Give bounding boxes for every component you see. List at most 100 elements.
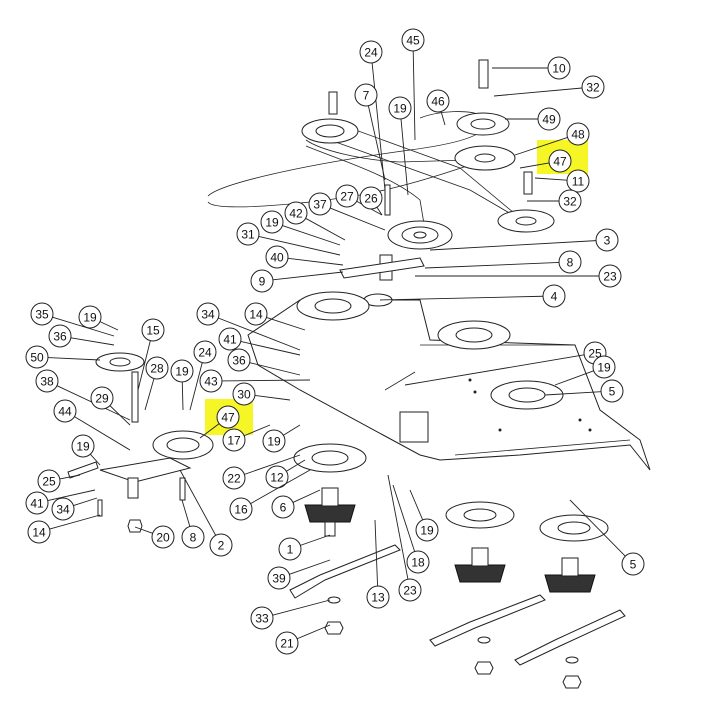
left-idler-assembly bbox=[67, 352, 214, 533]
callout-number: 19 bbox=[597, 361, 611, 375]
leader-line bbox=[59, 474, 81, 480]
callout-13: 13 bbox=[366, 519, 390, 609]
callout-number: 3 bbox=[604, 234, 611, 248]
callout-bubble bbox=[581, 75, 605, 99]
callout-14: 14 bbox=[27, 514, 101, 544]
blade-hardware bbox=[324, 596, 582, 689]
callout-21: 21 bbox=[275, 624, 331, 655]
callout-22: 22 bbox=[222, 454, 301, 490]
callout-bubble bbox=[35, 369, 59, 393]
leader-line bbox=[244, 454, 301, 475]
callout-number: 34 bbox=[201, 308, 215, 322]
callout-number: 32 bbox=[563, 195, 577, 209]
callout-number: 19 bbox=[76, 440, 90, 454]
callout-19: 19 bbox=[554, 355, 616, 386]
callout-33: 33 bbox=[250, 599, 331, 630]
leader-line bbox=[534, 177, 568, 181]
callout-number: 15 bbox=[146, 324, 160, 338]
leader-line bbox=[272, 599, 331, 616]
leader-line bbox=[296, 624, 331, 640]
callout-36: 36 bbox=[48, 324, 115, 348]
callout-number: 47 bbox=[553, 155, 567, 169]
callout-25: 25 bbox=[37, 469, 81, 493]
callout-15: 15 bbox=[137, 318, 165, 391]
callout-bubble bbox=[415, 518, 439, 542]
callout-bubble bbox=[25, 345, 49, 369]
leader-line bbox=[554, 370, 594, 386]
leader-line bbox=[47, 489, 96, 502]
callout-bubble bbox=[598, 264, 622, 288]
callout-bubble bbox=[548, 149, 572, 173]
leader-line bbox=[240, 341, 301, 356]
callout-number: 7 bbox=[363, 89, 370, 103]
leader-line bbox=[400, 118, 409, 196]
callout-number: 8 bbox=[190, 531, 197, 545]
callout-30: 30 bbox=[232, 382, 291, 406]
leader-line bbox=[569, 499, 626, 557]
leader-line bbox=[272, 271, 344, 281]
callout-bubble bbox=[236, 222, 260, 246]
leader-line bbox=[266, 316, 306, 331]
leader-line bbox=[544, 391, 602, 396]
callout-bubble bbox=[278, 537, 302, 561]
callout-50: 50 bbox=[25, 345, 101, 369]
callout-bubble bbox=[170, 359, 194, 383]
callout-number: 12 bbox=[270, 471, 284, 485]
callout-number: 5 bbox=[630, 558, 637, 572]
leader-line bbox=[73, 497, 98, 507]
callout-37: 37 bbox=[308, 192, 386, 231]
callout-number: 20 bbox=[156, 531, 170, 545]
callout-19: 19 bbox=[260, 210, 341, 246]
callout-7: 7 bbox=[354, 83, 386, 181]
callout-bubble bbox=[271, 495, 295, 519]
callout-bubble bbox=[566, 122, 590, 146]
leader-line bbox=[137, 340, 151, 391]
callout-44: 44 bbox=[53, 399, 131, 451]
callout-bubble bbox=[558, 250, 582, 274]
callout-number: 6 bbox=[280, 501, 287, 515]
callout-bubble bbox=[196, 302, 220, 326]
callout-bubble bbox=[145, 356, 169, 380]
callout-bubble bbox=[78, 305, 102, 329]
callout-9: 9 bbox=[250, 269, 344, 293]
callout-38: 38 bbox=[35, 369, 131, 421]
leader-line bbox=[493, 87, 583, 97]
callout-42: 42 bbox=[284, 201, 346, 241]
callout-bubble bbox=[193, 340, 217, 364]
callout-number: 29 bbox=[95, 392, 109, 406]
callout-number: 1 bbox=[287, 543, 294, 557]
leader-line bbox=[300, 534, 331, 546]
leader-line bbox=[221, 379, 311, 382]
callout-number: 33 bbox=[255, 612, 269, 626]
callout-bubble bbox=[537, 107, 561, 131]
callout-32: 32 bbox=[493, 75, 605, 99]
callout-number: 28 bbox=[150, 362, 164, 376]
callout-number: 30 bbox=[237, 388, 251, 402]
callout-bubble bbox=[209, 533, 233, 557]
callout-bubble bbox=[151, 525, 175, 549]
callout-bubble bbox=[621, 552, 645, 576]
callout-48: 48 bbox=[514, 122, 590, 156]
callout-11: 11 bbox=[534, 169, 590, 193]
leader-line bbox=[144, 378, 155, 411]
leader-line bbox=[292, 489, 321, 503]
leader-line bbox=[287, 257, 344, 266]
callout-28: 28 bbox=[144, 356, 169, 411]
callout-bubble bbox=[232, 382, 256, 406]
callout-number: 36 bbox=[53, 330, 67, 344]
callout-19: 19 bbox=[409, 489, 439, 542]
callout-bubble bbox=[71, 434, 95, 458]
callout-19: 19 bbox=[78, 305, 119, 331]
callout-19: 19 bbox=[170, 359, 194, 411]
callout-bubble bbox=[222, 466, 246, 490]
leader-line bbox=[249, 362, 301, 376]
callout-number: 10 bbox=[552, 62, 566, 76]
callout-number: 5 bbox=[609, 385, 616, 399]
callout-41: 41 bbox=[25, 489, 96, 515]
callout-36: 36 bbox=[227, 348, 301, 376]
callout-8: 8 bbox=[424, 250, 582, 274]
callout-bubble bbox=[262, 429, 286, 453]
leader-line bbox=[387, 474, 409, 580]
callout-number: 36 bbox=[232, 354, 246, 368]
